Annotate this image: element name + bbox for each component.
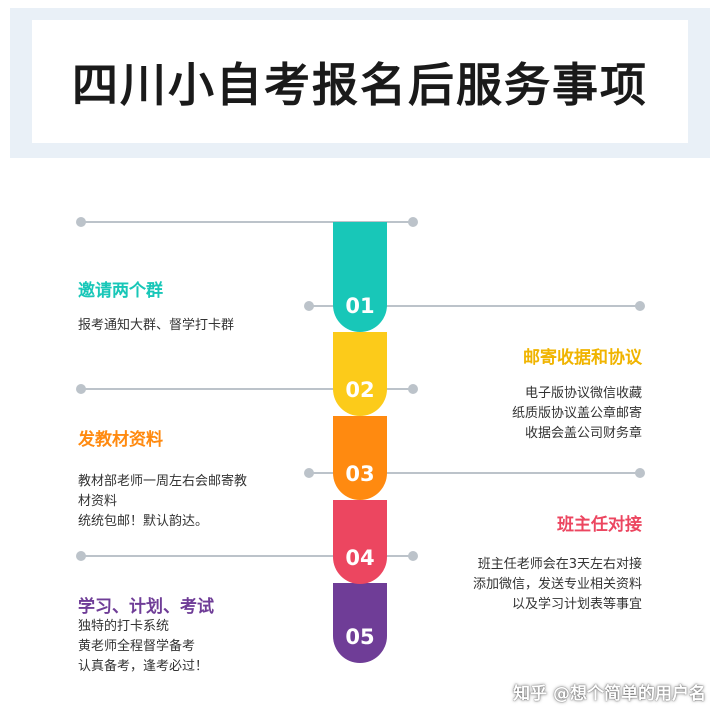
connector-dot bbox=[408, 217, 418, 227]
connector-dot bbox=[76, 551, 86, 561]
step-1-heading: 邀请两个群 bbox=[78, 281, 163, 301]
text-line: 添加微信，发送专业相关资料 bbox=[472, 577, 642, 592]
timeline-segment-01: 01 bbox=[333, 222, 387, 332]
step-1-text: 报考通知大群、督学打卡群 bbox=[78, 316, 234, 336]
connector-dot bbox=[635, 301, 645, 311]
connector-line bbox=[308, 305, 640, 307]
step-number: 04 bbox=[345, 546, 375, 570]
connector-dot bbox=[304, 301, 314, 311]
text-line: 以及学习计划表等事宜 bbox=[511, 597, 642, 612]
header-card: 四川小自考报名后服务事项 bbox=[32, 20, 688, 143]
text-line: 教材部老师一周左右会邮寄教 bbox=[78, 474, 248, 489]
connector-line bbox=[80, 388, 412, 390]
timeline-segment-02: 02 bbox=[333, 332, 387, 416]
step-3-heading: 发教材资料 bbox=[78, 430, 163, 450]
connector-dot bbox=[408, 384, 418, 394]
step-5-heading: 学习、计划、考试 bbox=[78, 597, 214, 617]
connector-dot bbox=[408, 551, 418, 561]
connector-line bbox=[308, 472, 640, 474]
step-4-text: 班主任老师会在3天左右对接 添加微信，发送专业相关资料 以及学习计划表等事宜 bbox=[473, 555, 642, 615]
step-3-text: 教材部老师一周左右会邮寄教 材资料 统统包邮！默认韵达。 bbox=[78, 472, 298, 532]
connector-dot bbox=[76, 217, 86, 227]
connector-dot bbox=[304, 468, 314, 478]
connector-line bbox=[80, 555, 412, 557]
text-line: 电子版协议微信收藏 bbox=[524, 386, 642, 401]
step-4-heading: 班主任对接 bbox=[557, 515, 642, 535]
timeline-segment-05: 05 bbox=[333, 583, 387, 663]
text-line: 材资料 bbox=[78, 494, 118, 509]
text-line: 黄老师全程督学备考 bbox=[78, 639, 196, 654]
text-line: 统统包邮！默认韵达。 bbox=[78, 514, 209, 529]
watermark: 知乎 @想个简单的用户名 bbox=[513, 684, 706, 704]
text-line: 纸质版协议盖公章邮寄 bbox=[511, 406, 642, 421]
header-banner: 四川小自考报名后服务事项 bbox=[10, 8, 710, 158]
timeline-segment-03: 03 bbox=[333, 416, 387, 500]
page-title: 四川小自考报名后服务事项 bbox=[72, 57, 648, 112]
step-number: 01 bbox=[345, 294, 375, 318]
connector-dot bbox=[635, 468, 645, 478]
text-line: 班主任老师会在3天左右对接 bbox=[477, 557, 642, 572]
connector-dot bbox=[76, 384, 86, 394]
text-line: 认真备考，逢考必过！ bbox=[78, 659, 209, 674]
text-line: 报考通知大群、督学打卡群 bbox=[78, 318, 235, 333]
step-number: 03 bbox=[345, 462, 375, 486]
text-line: 独特的打卡系统 bbox=[78, 619, 170, 634]
connector-line bbox=[80, 221, 412, 223]
timeline-segment-04: 04 bbox=[333, 500, 387, 584]
step-2-heading: 邮寄收据和协议 bbox=[523, 348, 642, 368]
step-number: 02 bbox=[345, 378, 375, 402]
text-line: 收据会盖公司财务章 bbox=[524, 426, 642, 441]
step-number: 05 bbox=[345, 625, 375, 649]
step-2-text: 电子版协议微信收藏 纸质版协议盖公章邮寄 收据会盖公司财务章 bbox=[512, 384, 642, 444]
step-5-text: 独特的打卡系统 黄老师全程督学备考 认真备考，逢考必过！ bbox=[78, 617, 208, 677]
